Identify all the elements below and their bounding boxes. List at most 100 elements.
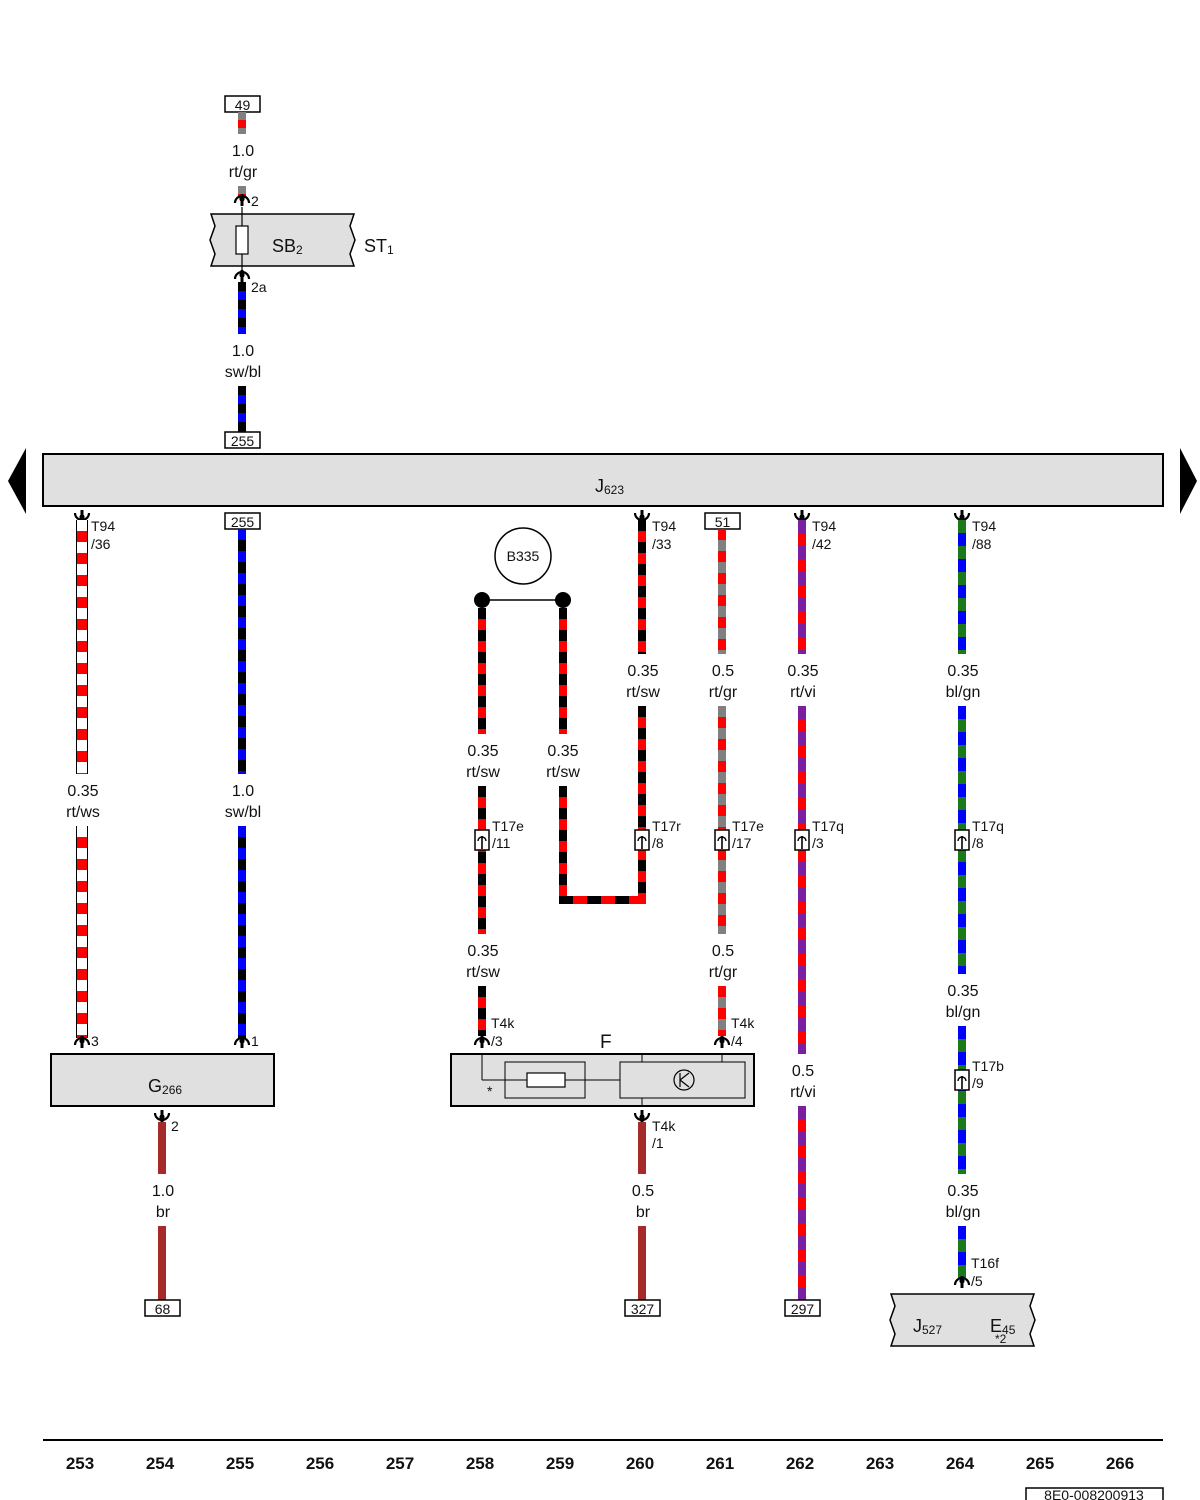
pin-label: T17b: [972, 1058, 1004, 1074]
connector-icon: [713, 1036, 731, 1048]
svg-text:51: 51: [715, 514, 731, 530]
arrow-right-icon[interactable]: [1180, 448, 1197, 514]
wire-size-label: 0.35: [947, 983, 978, 1000]
column-number: 257: [386, 1454, 414, 1473]
svg-text:255: 255: [231, 433, 255, 449]
wire-size-label: 0.5: [712, 663, 734, 680]
sensor-g266: G266: [50, 1053, 275, 1107]
pin-label: /17: [732, 835, 752, 851]
wire-size-label: 0.35: [467, 743, 498, 760]
wire-size-label: 0.5: [632, 1183, 654, 1200]
svg-text:G266: G266: [148, 1076, 182, 1097]
ref-box-49: 49: [224, 95, 261, 113]
wire-color-label: rt/sw: [466, 964, 500, 981]
pin-label: T17r: [652, 818, 681, 834]
pin-label: /42: [812, 536, 832, 552]
wire-size-label: 1.0: [232, 143, 254, 160]
ref-box-297: 297: [784, 1299, 821, 1317]
column-number: 262: [786, 1454, 814, 1473]
wire-size-label: 0.35: [947, 663, 978, 680]
wire-color-label: sw/bl: [225, 364, 261, 381]
pin-label: /9: [972, 1075, 984, 1091]
wire-size-label: 1.0: [232, 783, 254, 800]
connector-icon: [233, 270, 251, 282]
pin-label: T17q: [972, 818, 1004, 834]
column-number: 258: [466, 1454, 494, 1473]
connector-icon: [153, 1110, 171, 1122]
ref-box-68: 68: [144, 1299, 181, 1317]
pin-label: 1: [251, 1033, 259, 1049]
pin-label: /5: [971, 1273, 983, 1289]
connector-icon: [73, 1036, 91, 1048]
ref-box-255-bottom: 255: [224, 512, 261, 530]
document-code: 8E0-008200913: [1025, 1487, 1164, 1500]
wire-size-label: 1.0: [152, 1183, 174, 1200]
svg-text:F: F: [600, 1032, 612, 1053]
column-number: 253: [66, 1454, 94, 1473]
inline-connector-icon: [634, 829, 650, 851]
wire-color-label: rt/gr: [709, 684, 738, 701]
svg-text:B335: B335: [507, 548, 540, 564]
ref-box-51: 51: [704, 512, 741, 530]
column-number: 256: [306, 1454, 334, 1473]
wire-size-label: 0.35: [67, 783, 98, 800]
pin-label: 2a: [251, 279, 267, 295]
pin-label: T94: [972, 518, 996, 534]
wire-size-label: 0.35: [947, 1183, 978, 1200]
transistor-icon: [673, 1069, 695, 1091]
pin-label: /3: [812, 835, 824, 851]
wire-color-label: bl/gn: [946, 1204, 981, 1221]
svg-text:327: 327: [631, 1301, 655, 1317]
fuse-label-sb2: SB2: [272, 236, 303, 257]
pin-label: T94: [91, 518, 115, 534]
column-number: 263: [866, 1454, 894, 1473]
connector-icon: [233, 194, 251, 206]
splice-b335: B335: [474, 527, 571, 608]
wire-size-label: 1.0: [232, 343, 254, 360]
pin-label: /8: [652, 835, 664, 851]
pin-label: 2: [171, 1118, 179, 1134]
wire-color-label: rt/sw: [546, 764, 580, 781]
inline-connector-icon: [714, 829, 730, 851]
footnote-marker: *2: [995, 1332, 1007, 1346]
column-number: 259: [546, 1454, 574, 1473]
pin-label: T17q: [812, 818, 844, 834]
switch-label-e45: E45: [990, 1316, 1016, 1337]
pin-label: 3: [91, 1033, 99, 1049]
column-number: 254: [146, 1454, 175, 1473]
pin-label: T4k: [652, 1118, 676, 1134]
wire-color-label: br: [636, 1204, 651, 1221]
svg-text:8E0-008200913: 8E0-008200913: [1044, 1487, 1144, 1500]
wire-color-label: rt/sw: [466, 764, 500, 781]
wire-color-label: sw/bl: [225, 804, 261, 821]
inline-connector-icon: [794, 829, 810, 851]
wire-color-label: bl/gn: [946, 684, 981, 701]
svg-text:68: 68: [155, 1301, 171, 1317]
svg-text:255: 255: [231, 514, 255, 530]
svg-text:*: *: [487, 1083, 493, 1099]
pin-label: /1: [652, 1135, 664, 1151]
ref-box-327: 327: [624, 1299, 661, 1317]
connector-icon: [473, 1036, 491, 1048]
pin-label: /8: [972, 835, 984, 851]
wire-size-label: 0.5: [792, 1063, 814, 1080]
wire-color-label: rt/gr: [709, 964, 738, 981]
wire-size-label: 0.35: [547, 743, 578, 760]
pin-label: T17e: [492, 818, 524, 834]
switch-f: F *: [450, 1032, 755, 1107]
pin-label: T17e: [732, 818, 764, 834]
pin-label: /11: [492, 835, 511, 851]
arrow-left-icon[interactable]: [8, 448, 26, 514]
inline-connector-icon: [474, 829, 490, 851]
inline-connector-icon: [954, 829, 970, 851]
pin-label: /33: [652, 536, 672, 552]
wire-color-label: rt/sw: [626, 684, 660, 701]
resistor-icon: [526, 1072, 566, 1088]
wire-color-label: br: [156, 1204, 171, 1221]
svg-text:49: 49: [235, 97, 251, 113]
wire-color-label: rt/gr: [229, 164, 258, 181]
control-unit-j623: J623: [42, 453, 1164, 507]
wire-color-label: rt/vi: [790, 1084, 816, 1101]
